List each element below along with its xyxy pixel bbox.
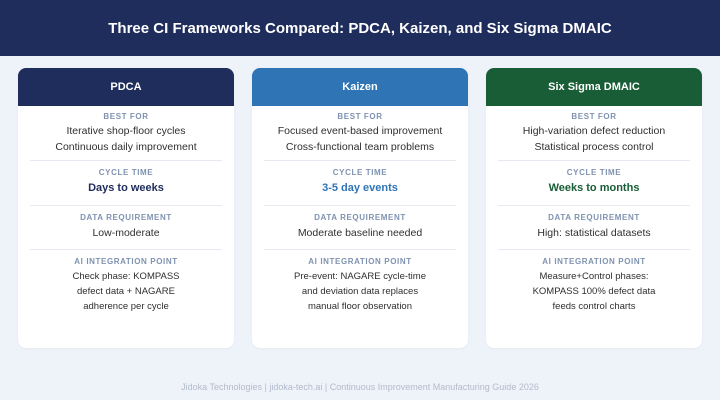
cycle-time-label: CYCLE TIME <box>566 168 622 177</box>
card-title: Six Sigma DMAIC <box>486 68 702 106</box>
ai-integration-label: AI INTEGRATION POINT <box>74 257 178 266</box>
cycle-time-value: Weeks to months <box>548 182 640 194</box>
ai-integration-line: KOMPASS 100% defect data <box>532 286 656 297</box>
best-for-section: BEST FOR High-variation defect reduction… <box>498 106 690 161</box>
ai-integration-line: Measure+Control phases: <box>539 271 649 282</box>
ai-integration-line: defect data + NAGARE <box>77 286 175 297</box>
best-for-line: Continuous daily improvement <box>55 141 197 153</box>
best-for-line: Cross-functional team problems <box>285 141 435 153</box>
ai-integration-line: adherence per cycle <box>83 301 169 312</box>
page-title: Three CI Frameworks Compared: PDCA, Kaiz… <box>108 19 612 37</box>
ai-integration-line: Check phase: KOMPASS <box>72 271 180 282</box>
data-requirement-label: DATA REQUIREMENT <box>548 213 640 222</box>
data-requirement-section: DATA REQUIREMENT Moderate baseline neede… <box>264 206 456 250</box>
cycle-time-label: CYCLE TIME <box>332 168 388 177</box>
cycle-time-value: 3-5 day events <box>322 182 398 194</box>
best-for-line: Iterative shop-floor cycles <box>66 125 186 137</box>
data-requirement-section: DATA REQUIREMENT High: statistical datas… <box>498 206 690 250</box>
ai-integration-line: Pre-event: NAGARE cycle-time <box>294 271 426 282</box>
cycle-time-section: CYCLE TIME 3-5 day events <box>264 161 456 206</box>
ai-integration-section: AI INTEGRATION POINT Check phase: KOMPAS… <box>30 250 222 314</box>
footer-text: Jidoka Technologies | jidoka-tech.ai | C… <box>181 382 539 392</box>
cycle-time-section: CYCLE TIME Days to weeks <box>30 161 222 206</box>
best-for-line: High-variation defect reduction <box>522 125 666 137</box>
best-for-section: BEST FOR Focused event-based improvement… <box>264 106 456 161</box>
ai-integration-label: AI INTEGRATION POINT <box>542 257 646 266</box>
data-requirement-section: DATA REQUIREMENT Low-moderate <box>30 206 222 250</box>
ai-integration-line: and deviation data replaces <box>301 286 419 297</box>
best-for-label: BEST FOR <box>337 112 383 121</box>
best-for-line: Statistical process control <box>534 141 654 153</box>
cycle-time-label: CYCLE TIME <box>98 168 154 177</box>
cycle-time-value: Days to weeks <box>88 182 164 194</box>
data-requirement-value: Moderate baseline needed <box>297 227 423 239</box>
card-six-sigma-dmaic: Six Sigma DMAIC BEST FOR High-variation … <box>486 68 702 348</box>
ai-integration-line: manual floor observation <box>307 301 413 312</box>
card-kaizen: Kaizen BEST FOR Focused event-based impr… <box>252 68 468 348</box>
data-requirement-label: DATA REQUIREMENT <box>80 213 172 222</box>
card-pdca: PDCA BEST FOR Iterative shop-floor cycle… <box>18 68 234 348</box>
data-requirement-label: DATA REQUIREMENT <box>314 213 406 222</box>
best-for-label: BEST FOR <box>103 112 149 121</box>
ai-integration-label: AI INTEGRATION POINT <box>308 257 412 266</box>
data-requirement-value: High: statistical datasets <box>537 227 651 239</box>
page-header: Three CI Frameworks Compared: PDCA, Kaiz… <box>0 0 720 56</box>
best-for-section: BEST FOR Iterative shop-floor cycles Con… <box>30 106 222 161</box>
card-title: Kaizen <box>252 68 468 106</box>
card-title: PDCA <box>18 68 234 106</box>
cycle-time-section: CYCLE TIME Weeks to months <box>498 161 690 206</box>
best-for-label: BEST FOR <box>571 112 617 121</box>
ai-integration-section: AI INTEGRATION POINT Pre-event: NAGARE c… <box>264 250 456 314</box>
data-requirement-value: Low-moderate <box>92 227 160 239</box>
ai-integration-section: AI INTEGRATION POINT Measure+Control pha… <box>498 250 690 314</box>
ai-integration-line: feeds control charts <box>552 301 636 312</box>
best-for-line: Focused event-based improvement <box>277 125 443 137</box>
